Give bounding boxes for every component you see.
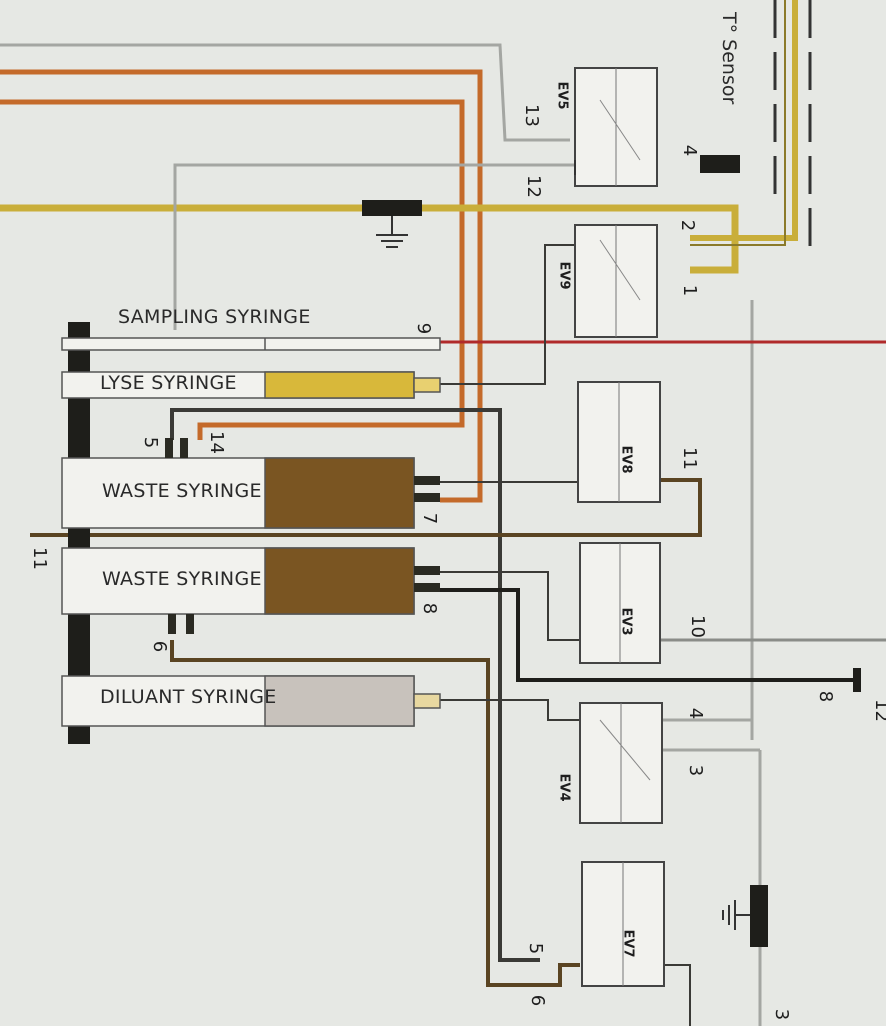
temperature-sensor-label: T° Sensor xyxy=(718,12,740,105)
valve-ev3 xyxy=(579,542,661,664)
valve-ev4 xyxy=(579,702,663,824)
valve-ev8 xyxy=(577,381,661,503)
sampling-syringe-label: SAMPLING SYRINGE xyxy=(118,306,311,328)
valve-ev9-label: EV9 xyxy=(556,261,572,290)
port-8-syringe: 8 xyxy=(419,602,441,615)
port-12: 12 xyxy=(522,175,544,198)
valve-ev8-label: EV8 xyxy=(618,445,634,474)
port-9: 9 xyxy=(413,322,435,335)
tube-gray-sampling xyxy=(173,163,575,330)
lyse-syringe-label: LYSE SYRINGE xyxy=(100,372,237,394)
tube-dark-waste xyxy=(170,408,540,962)
waste-syringe-top xyxy=(61,438,440,529)
port-7: 7 xyxy=(419,512,441,525)
tube-yellow-right xyxy=(690,0,798,241)
valve-ev3-label: EV3 xyxy=(618,607,634,636)
valve-ev9 xyxy=(574,224,658,338)
waste-syringe-top-label: WASTE SYRINGE xyxy=(102,480,262,502)
tube-orange-outer xyxy=(0,69,483,503)
lyse-syringe xyxy=(61,371,441,399)
ground-icon-top xyxy=(362,200,422,248)
valve-ev7 xyxy=(581,861,665,987)
port-6-top: 6 xyxy=(149,640,171,653)
port-3: 3 xyxy=(685,764,707,777)
tube-11 xyxy=(30,478,702,537)
port-8-right: 8 xyxy=(815,690,837,703)
port-4: 4 xyxy=(685,707,707,720)
tube-black-8 xyxy=(440,588,855,682)
port-12-right: 12 xyxy=(870,699,886,722)
port-11-right: 11 xyxy=(678,447,700,470)
tube-lyse-ev9 xyxy=(440,244,575,385)
waste-syringe-bottom-label: WASTE SYRINGE xyxy=(102,568,262,590)
tube-ev7-out xyxy=(660,964,691,1026)
port-5-bottom: 5 xyxy=(525,942,547,955)
port-14: 14 xyxy=(205,431,227,454)
port-11-left: 11 xyxy=(28,547,50,570)
tube-waste-ev3 xyxy=(440,571,580,641)
tube-yellow-right-inner xyxy=(690,0,786,246)
port-1: 1 xyxy=(679,284,701,297)
valve-ev4-label: EV4 xyxy=(556,773,572,802)
waste-syringe-bottom xyxy=(61,547,440,634)
valve-ev5-label: EV5 xyxy=(554,81,570,110)
tube-brown-6 xyxy=(170,640,580,987)
port-5-top: 5 xyxy=(140,436,162,449)
port-13: 13 xyxy=(520,104,542,127)
syringe-bank-bar xyxy=(68,322,90,744)
tube-gray-top xyxy=(0,43,570,142)
sampling-syringe xyxy=(61,337,441,351)
diluant-syringe xyxy=(61,675,441,727)
port-3-bottom: 3 xyxy=(771,1008,793,1021)
valve-ev5 xyxy=(574,67,658,187)
port-4-sensor: 4 xyxy=(679,144,701,157)
terminal-8-icon xyxy=(853,668,861,692)
port-10: 10 xyxy=(686,615,708,638)
valve-ev7-label: EV7 xyxy=(620,929,636,958)
port-6-bottom: 6 xyxy=(527,994,549,1007)
temperature-sensor-icon xyxy=(700,155,740,173)
tube-diluant-ev4 xyxy=(440,699,580,721)
tube-orange-inner xyxy=(0,99,465,440)
ground-icon-bottom xyxy=(722,885,768,947)
diluant-syringe-label: DILUANT SYRINGE xyxy=(100,686,277,708)
port-2: 2 xyxy=(677,219,699,232)
